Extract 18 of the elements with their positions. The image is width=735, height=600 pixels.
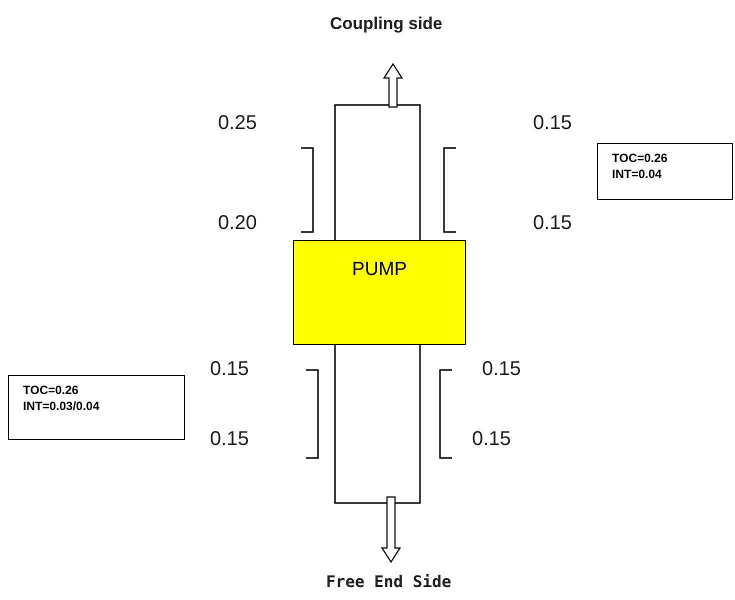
note-text: TOC=0.26 xyxy=(23,382,80,398)
side-label: Free End Side xyxy=(326,572,452,591)
measurement-value: 0.15 xyxy=(210,428,249,451)
note-box xyxy=(8,375,185,440)
measurement-value: 0.15 xyxy=(210,358,249,381)
measurement-value: 0.20 xyxy=(218,212,257,235)
note-text: TOC=0.26 xyxy=(612,150,668,166)
pump-label: PUMP xyxy=(352,259,407,281)
measurement-value: 0.25 xyxy=(218,112,257,135)
measurement-value: 0.15 xyxy=(472,428,511,451)
note-text: INT=0.03/0.04 xyxy=(23,398,100,414)
side-label: Coupling side xyxy=(330,14,442,34)
measurement-value: 0.15 xyxy=(533,212,572,235)
pump-box xyxy=(293,240,466,345)
note-box xyxy=(597,143,733,200)
measurement-value: 0.15 xyxy=(482,358,521,381)
measurement-value: 0.15 xyxy=(533,112,572,135)
note-text: INT=0.04 xyxy=(612,166,663,182)
